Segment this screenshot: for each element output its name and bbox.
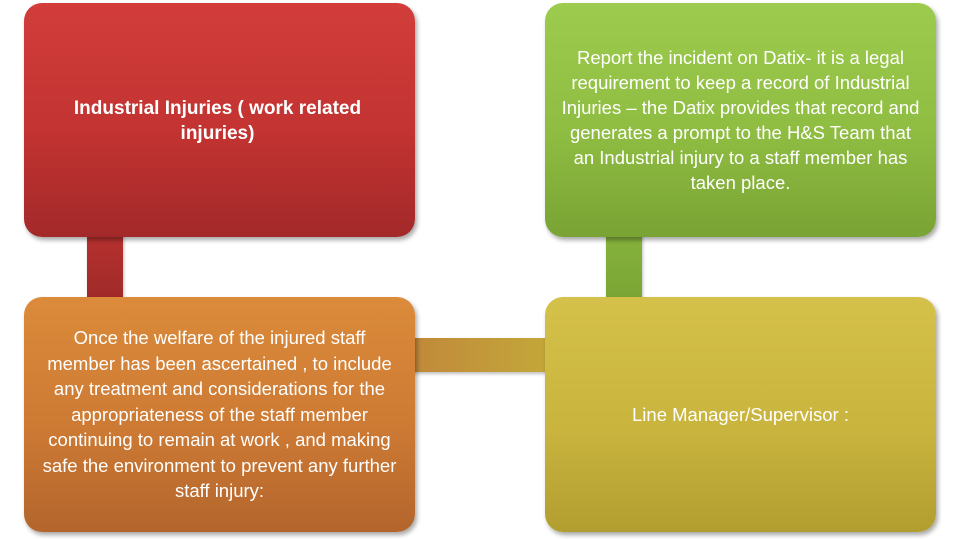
- box-line-manager: Line Manager/Supervisor :: [545, 297, 936, 532]
- connector-horizontal: [410, 338, 550, 372]
- box-report-incident-text: Report the incident on Datix- it is a le…: [561, 47, 920, 193]
- box-welfare-text: Once the welfare of the injured staff me…: [42, 326, 397, 502]
- connector-red-vertical: [87, 232, 123, 302]
- box-report-incident: Report the incident on Datix- it is a le…: [545, 3, 936, 237]
- box-industrial-injuries: Industrial Injuries ( work related injur…: [24, 3, 415, 237]
- box-welfare: Once the welfare of the injured staff me…: [24, 297, 415, 532]
- box-industrial-injuries-text: Industrial Injuries ( work related injur…: [73, 98, 362, 144]
- connector-green-vertical: [606, 232, 642, 302]
- box-line-manager-text: Line Manager/Supervisor :: [632, 404, 849, 425]
